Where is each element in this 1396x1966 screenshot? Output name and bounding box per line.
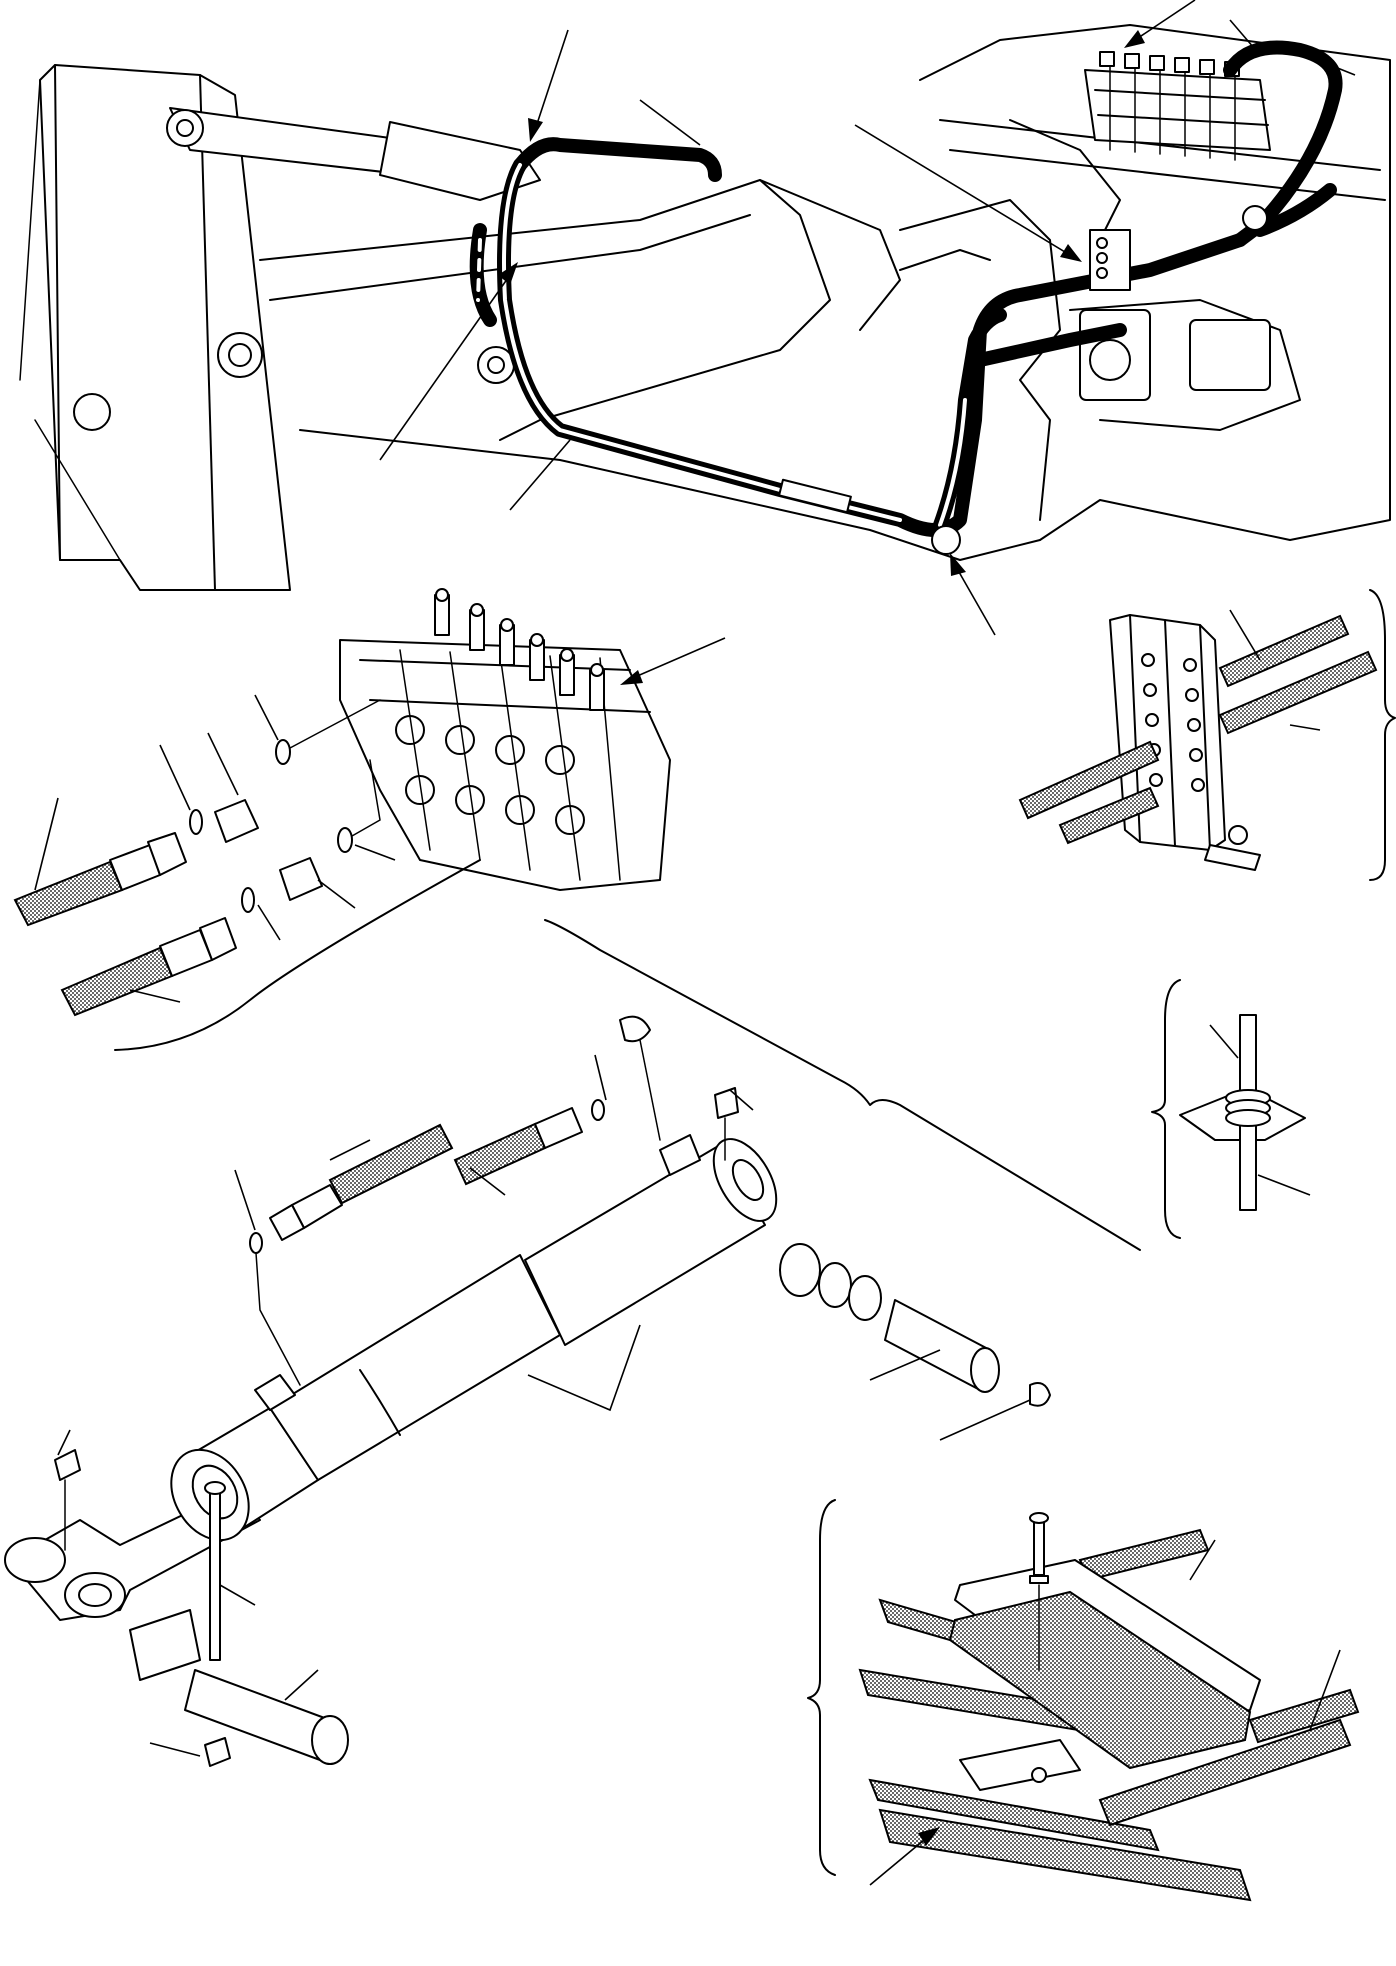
pin-head [311, 1715, 349, 1765]
o-ring-lower [241, 887, 255, 913]
snap-ring-top [619, 1015, 651, 1043]
adapter-upper [214, 799, 259, 843]
seal-ring-b [848, 1275, 882, 1321]
boom-pivot-pin [217, 332, 263, 378]
adapter-lower [279, 857, 323, 901]
hose-upper [13, 860, 124, 927]
hose-bracket-d [1218, 650, 1378, 735]
control-valve-block [339, 588, 671, 891]
rail-lower-a [878, 1808, 1252, 1902]
clamp-washer [1029, 1575, 1049, 1584]
bushing-front [129, 1609, 201, 1681]
seal-ring-a [818, 1262, 852, 1308]
hose-bracket-a [1018, 740, 1160, 820]
grease-nipple-head [714, 1087, 739, 1119]
cylinder-barrel-front [269, 1254, 561, 1481]
clamp-hose-b [1078, 1528, 1210, 1582]
boom-hose-routing-overview [19, 0, 1391, 636]
hose-lower [60, 946, 174, 1017]
rod-eye [64, 1572, 126, 1618]
hose-to-valve-a [1223, 40, 1343, 247]
bolt [209, 1489, 221, 1661]
o-ring-lower-2 [337, 827, 353, 853]
clamp-plate-bottom [948, 1590, 1252, 1770]
o-ring-upper [189, 809, 203, 835]
grommet-ref [931, 525, 961, 555]
nut [204, 1737, 231, 1767]
hose-nut-lower [199, 917, 237, 961]
clamp-hose-d [1248, 1688, 1360, 1744]
hose-clamp-bracket-ref [1089, 229, 1131, 291]
hose-to-valve-b [1253, 183, 1337, 237]
control-valve-fittings-detail [13, 588, 726, 1051]
grommet-pass-through-detail [1151, 979, 1311, 1239]
cylinder-hose-b [453, 1122, 547, 1186]
hose-bracket-c [1218, 614, 1350, 688]
hose-nut-upper [147, 832, 187, 876]
hydraulic-cylinder-exploded [4, 919, 1141, 1767]
clamp-hose-c [1098, 1718, 1352, 1827]
hose-clamp-plate-detail [807, 1499, 1360, 1902]
o-ring-upper-2 [275, 739, 291, 765]
hose-bracket-b [1058, 786, 1160, 845]
snap-ring-rear [1029, 1382, 1051, 1407]
hose-clamp-sleeve [778, 478, 852, 514]
grease-nipple-rod [54, 1449, 81, 1481]
valve-bank-top [1084, 51, 1271, 161]
elbow-fitting [254, 1374, 296, 1411]
grease-point-boom [73, 393, 111, 431]
bushing [779, 1243, 821, 1297]
cylinder-hose-a [328, 1123, 454, 1205]
hose-clamp-bracket-detail [1018, 589, 1396, 881]
cylinder-barrel-rear [524, 1144, 766, 1346]
hose-upper-loop [513, 137, 722, 182]
clamp-bolt [1033, 1519, 1045, 1576]
elbow-fitting-rear [659, 1134, 701, 1176]
